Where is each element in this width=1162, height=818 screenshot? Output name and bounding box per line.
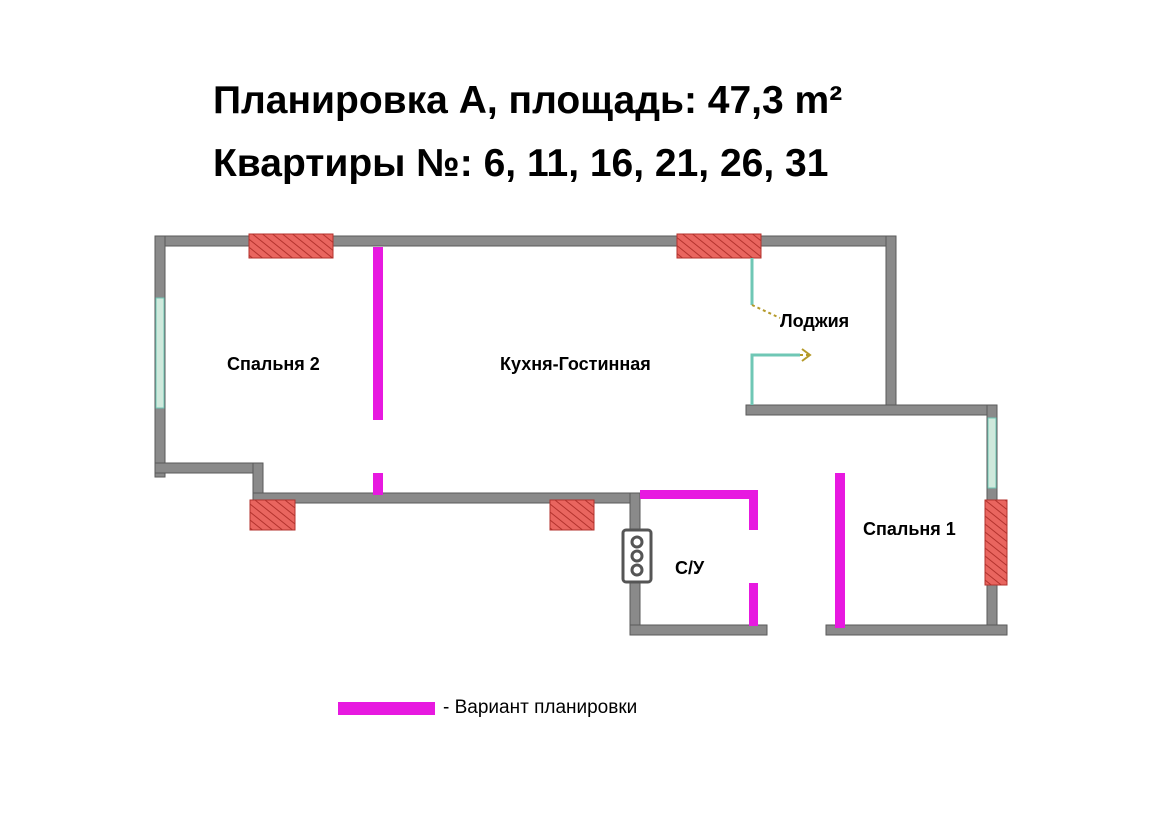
window-bedroom1 (984, 499, 1008, 586)
window-top-right (676, 233, 762, 259)
glazing-bedroom1 (987, 417, 997, 489)
windows (248, 233, 1008, 586)
window-bottom-left (249, 499, 296, 531)
partition-option (373, 247, 845, 628)
plumbing-riser (621, 528, 653, 584)
partition-bathroom-right-upper (749, 490, 758, 530)
label-bedroom1: Спальня 1 (863, 519, 956, 539)
window-bottom-mid (549, 499, 595, 531)
plan-title: Планировка А, площадь: 47,3 m² (213, 79, 843, 122)
label-kitchen-living: Кухня-Гостинная (500, 354, 651, 374)
glazing-left (155, 297, 165, 409)
legend-swatch (338, 701, 435, 715)
walls (154, 235, 1008, 636)
wall-left-lower-step (154, 462, 264, 474)
legend-text: - Вариант планировки (443, 697, 638, 718)
label-bathroom: С/У (675, 558, 705, 578)
wall-loggia-bottom (745, 404, 997, 416)
partition-bedroom1 (835, 473, 845, 628)
loggia-door (750, 258, 800, 405)
wall-loggia-right (885, 235, 897, 412)
glazing (155, 297, 997, 489)
label-bedroom2: Спальня 2 (227, 354, 320, 374)
partition-bathroom-top (640, 490, 758, 499)
wall-bedroom1-bottom (825, 624, 1008, 636)
partition-bathroom-right-lower (749, 583, 758, 626)
partition-bedroom2-upper (373, 247, 383, 420)
wall-bathroom-bottom (629, 624, 768, 636)
label-loggia: Лоджия (780, 311, 849, 331)
window-top-left (248, 233, 334, 259)
apartment-numbers: Квартиры №: 6, 11, 16, 21, 26, 31 (213, 142, 829, 185)
partition-bedroom2-lower (373, 473, 383, 495)
legend: - Вариант планировки (338, 697, 637, 719)
door-arrows (751, 304, 812, 362)
